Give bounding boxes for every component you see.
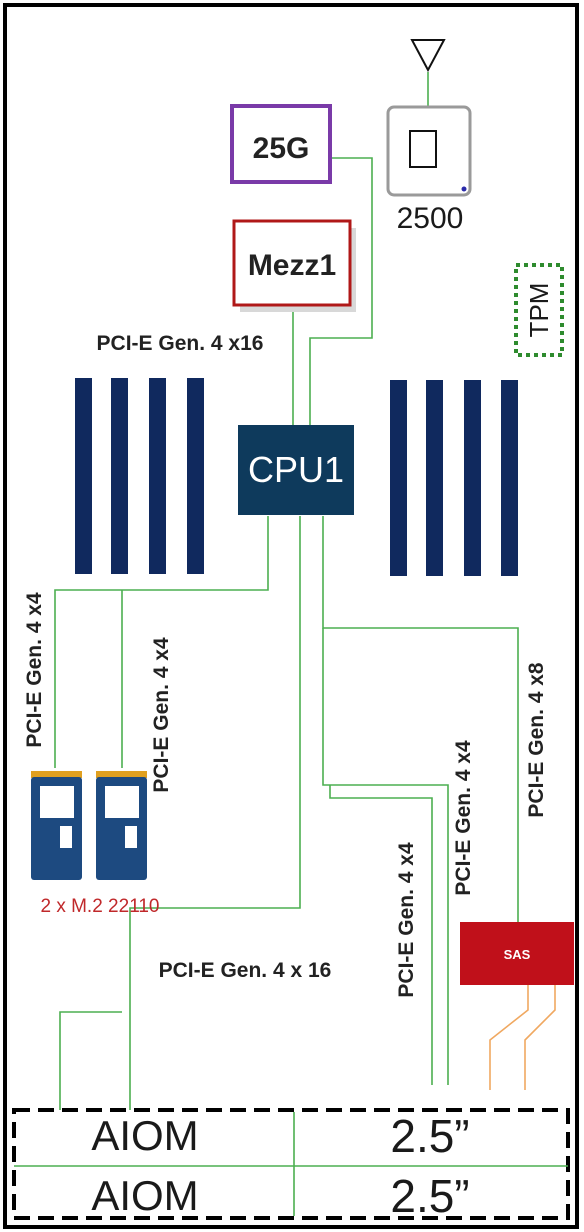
nic-25g-box	[230, 104, 332, 184]
drive-bay-top: 2.5”	[390, 1110, 469, 1162]
cpu-box	[238, 425, 354, 515]
antenna-icon	[410, 39, 446, 73]
dimm-bank-left	[75, 378, 204, 574]
bmc-2500-label: 2500	[397, 202, 464, 235]
sas-traces	[489, 985, 556, 1090]
sas-link-label: PCI-E Gen. 4 x8	[525, 662, 548, 818]
aiom-bay-bottom: AIOM	[91, 1172, 198, 1219]
board-outline	[3, 3, 579, 1229]
cpu-label: CPU1	[248, 449, 344, 490]
m2-module-left	[31, 771, 82, 880]
dimm-slot	[187, 378, 204, 574]
drive-link-label-b: PCI-E Gen. 4 x4	[452, 740, 475, 896]
aiom-bay-top: AIOM	[91, 1112, 198, 1159]
dimm-slot	[149, 378, 166, 574]
aiom-link-label: PCI-E Gen. 4 x 16	[159, 959, 332, 982]
m2-caption: 2 x M.2 22110	[40, 896, 159, 917]
dimm-slot	[426, 380, 443, 576]
dimm-bank-right	[390, 380, 518, 576]
dimm-slot	[75, 378, 92, 574]
nic-25g-label: 25G	[253, 132, 310, 165]
drive-bay-bottom: 2.5”	[390, 1170, 469, 1222]
m2-module-right	[96, 771, 147, 880]
tpm-box	[514, 263, 564, 357]
bmc-2500-chip	[386, 105, 472, 197]
sas-controller-box	[460, 922, 574, 985]
dimm-slot	[464, 380, 481, 576]
m2-right-link-label: PCI-E Gen. 4 x4	[150, 637, 173, 793]
dimm-slot	[390, 380, 407, 576]
mezz-link-label: PCI-E Gen. 4 x16	[97, 332, 264, 355]
drive-link-label-a: PCI-E Gen. 4 x4	[395, 842, 418, 998]
m2-left-link-label: PCI-E Gen. 4 x4	[23, 592, 46, 748]
sas-controller-label: SAS	[504, 947, 531, 962]
mezz-slot-box	[232, 219, 352, 307]
bay-area	[12, 1108, 570, 1220]
dimm-slot	[111, 378, 128, 574]
dimm-slot	[501, 380, 518, 576]
tpm-label: TPM	[524, 283, 554, 338]
mezz-slot-label: Mezz1	[248, 249, 336, 282]
